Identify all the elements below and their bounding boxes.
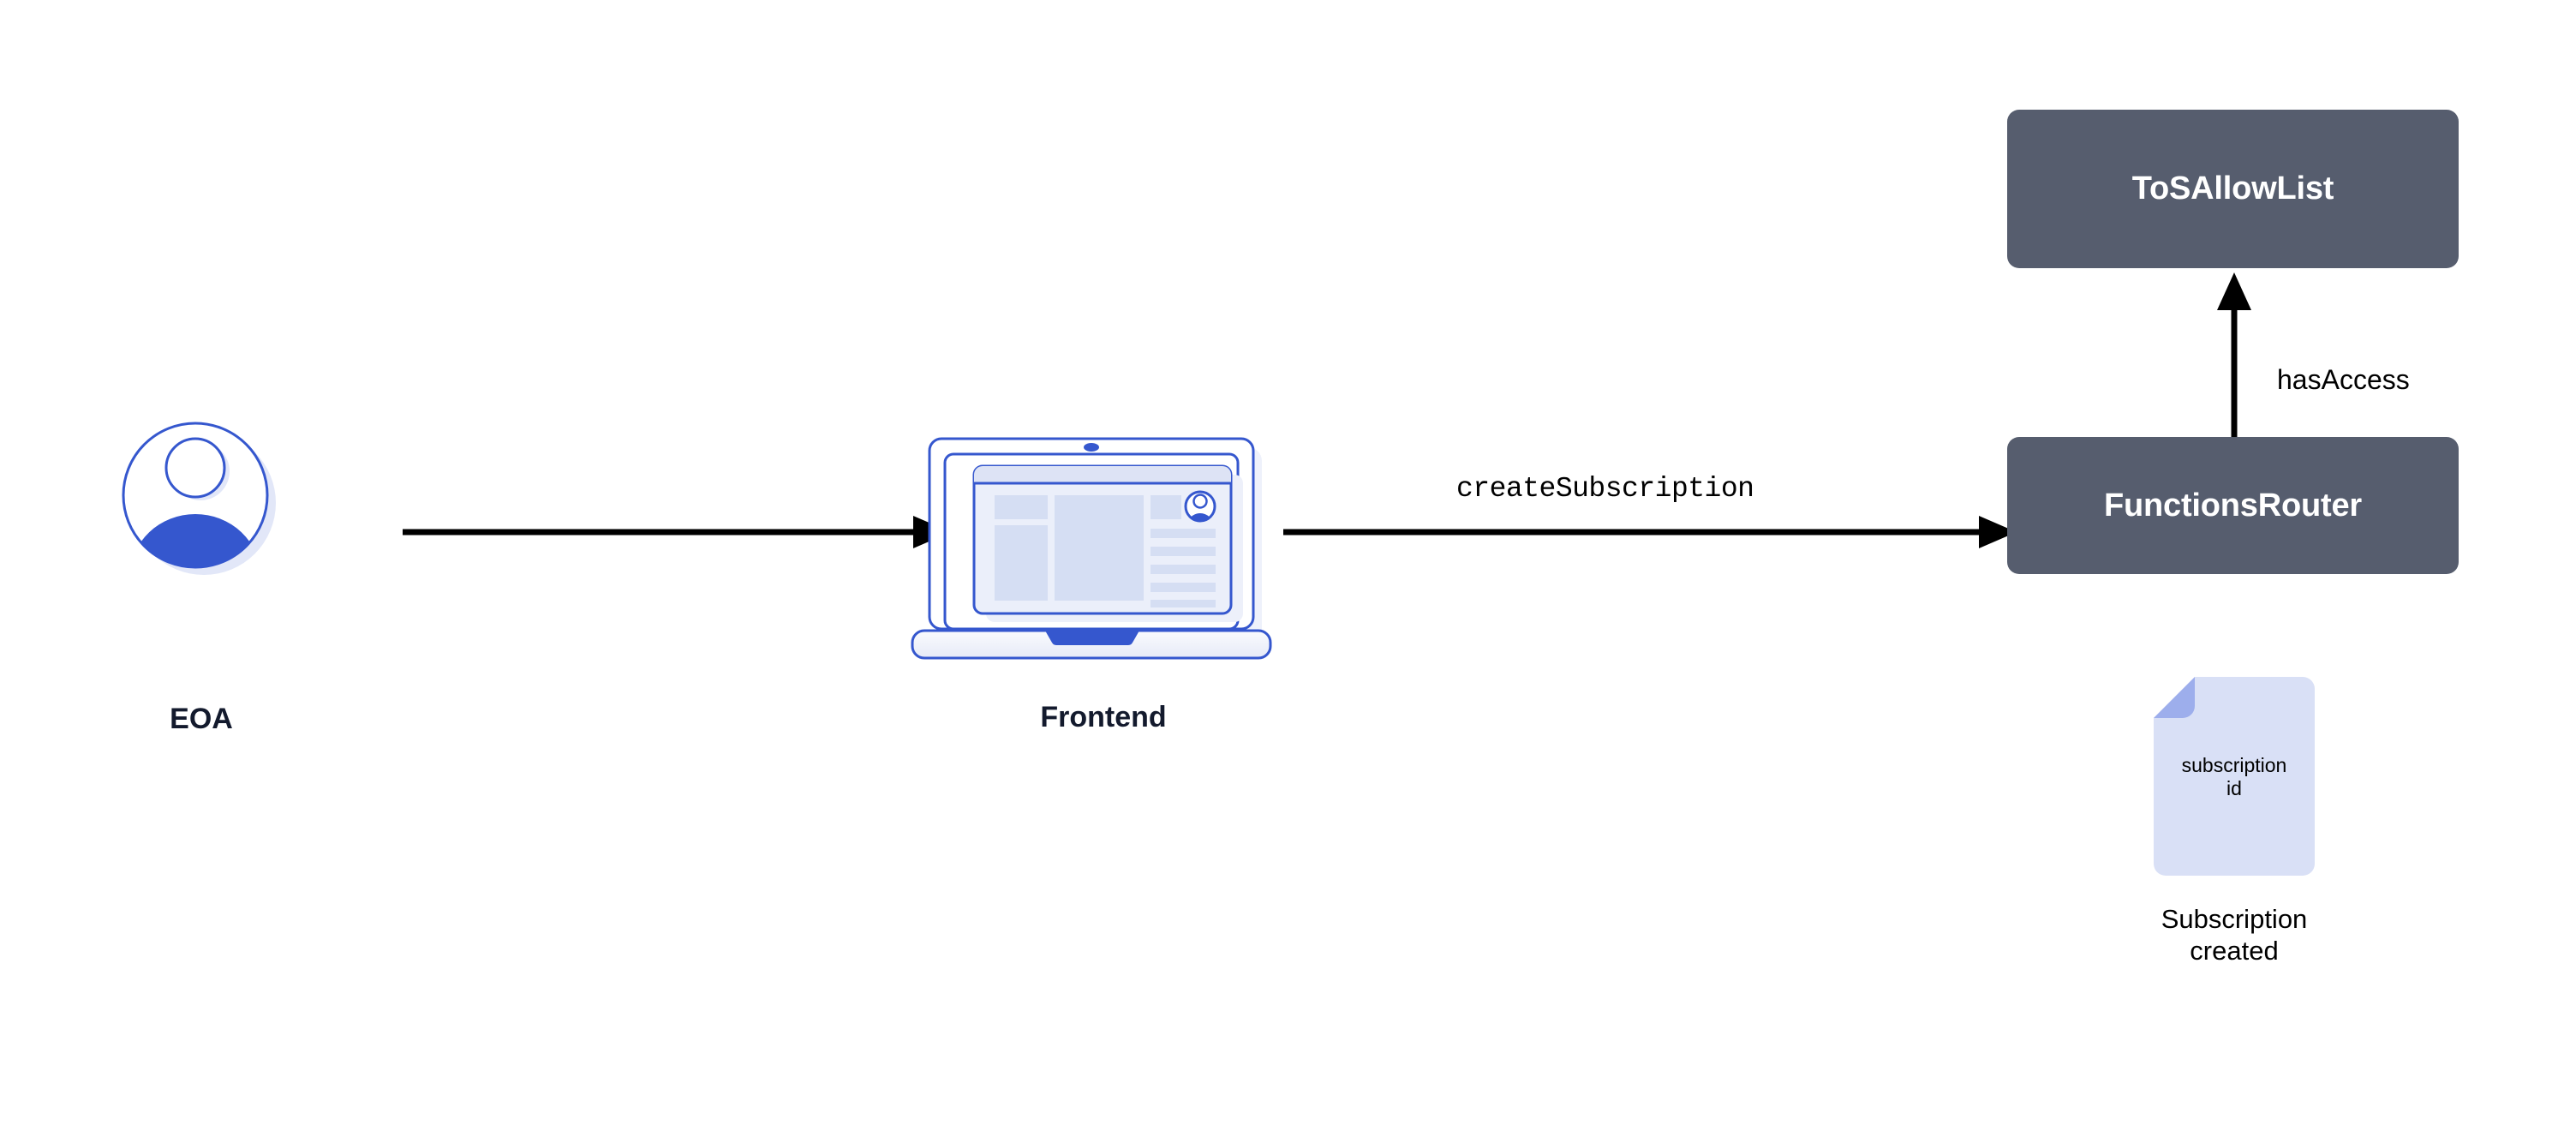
subscription-created-caption: Subscription created bbox=[2161, 904, 2308, 966]
laptop-icon bbox=[911, 428, 1288, 664]
frontend-label: Frontend bbox=[1040, 701, 1167, 733]
document-inner-label: subscription id bbox=[2181, 754, 2287, 800]
node-tos-allow-list-label: ToSAllowList bbox=[2131, 171, 2334, 206]
node-tos-allow-list[interactable]: ToSAllowList bbox=[2007, 110, 2459, 268]
document-icon bbox=[2154, 677, 2315, 877]
node-functions-router[interactable]: FunctionsRouter bbox=[2007, 437, 2459, 574]
arrow-frontend-to-router bbox=[1283, 511, 2017, 554]
node-functions-router-label: FunctionsRouter bbox=[2104, 487, 2362, 524]
arrow-router-to-tos-allow-list bbox=[2210, 272, 2258, 437]
edge-label-has-access: hasAccess bbox=[2277, 364, 2410, 395]
user-avatar-icon bbox=[120, 420, 278, 578]
arrow-eoa-to-frontend bbox=[403, 511, 951, 554]
edge-label-create-subscription: createSubscription bbox=[1456, 473, 1754, 505]
eoa-label: EOA bbox=[170, 703, 233, 735]
